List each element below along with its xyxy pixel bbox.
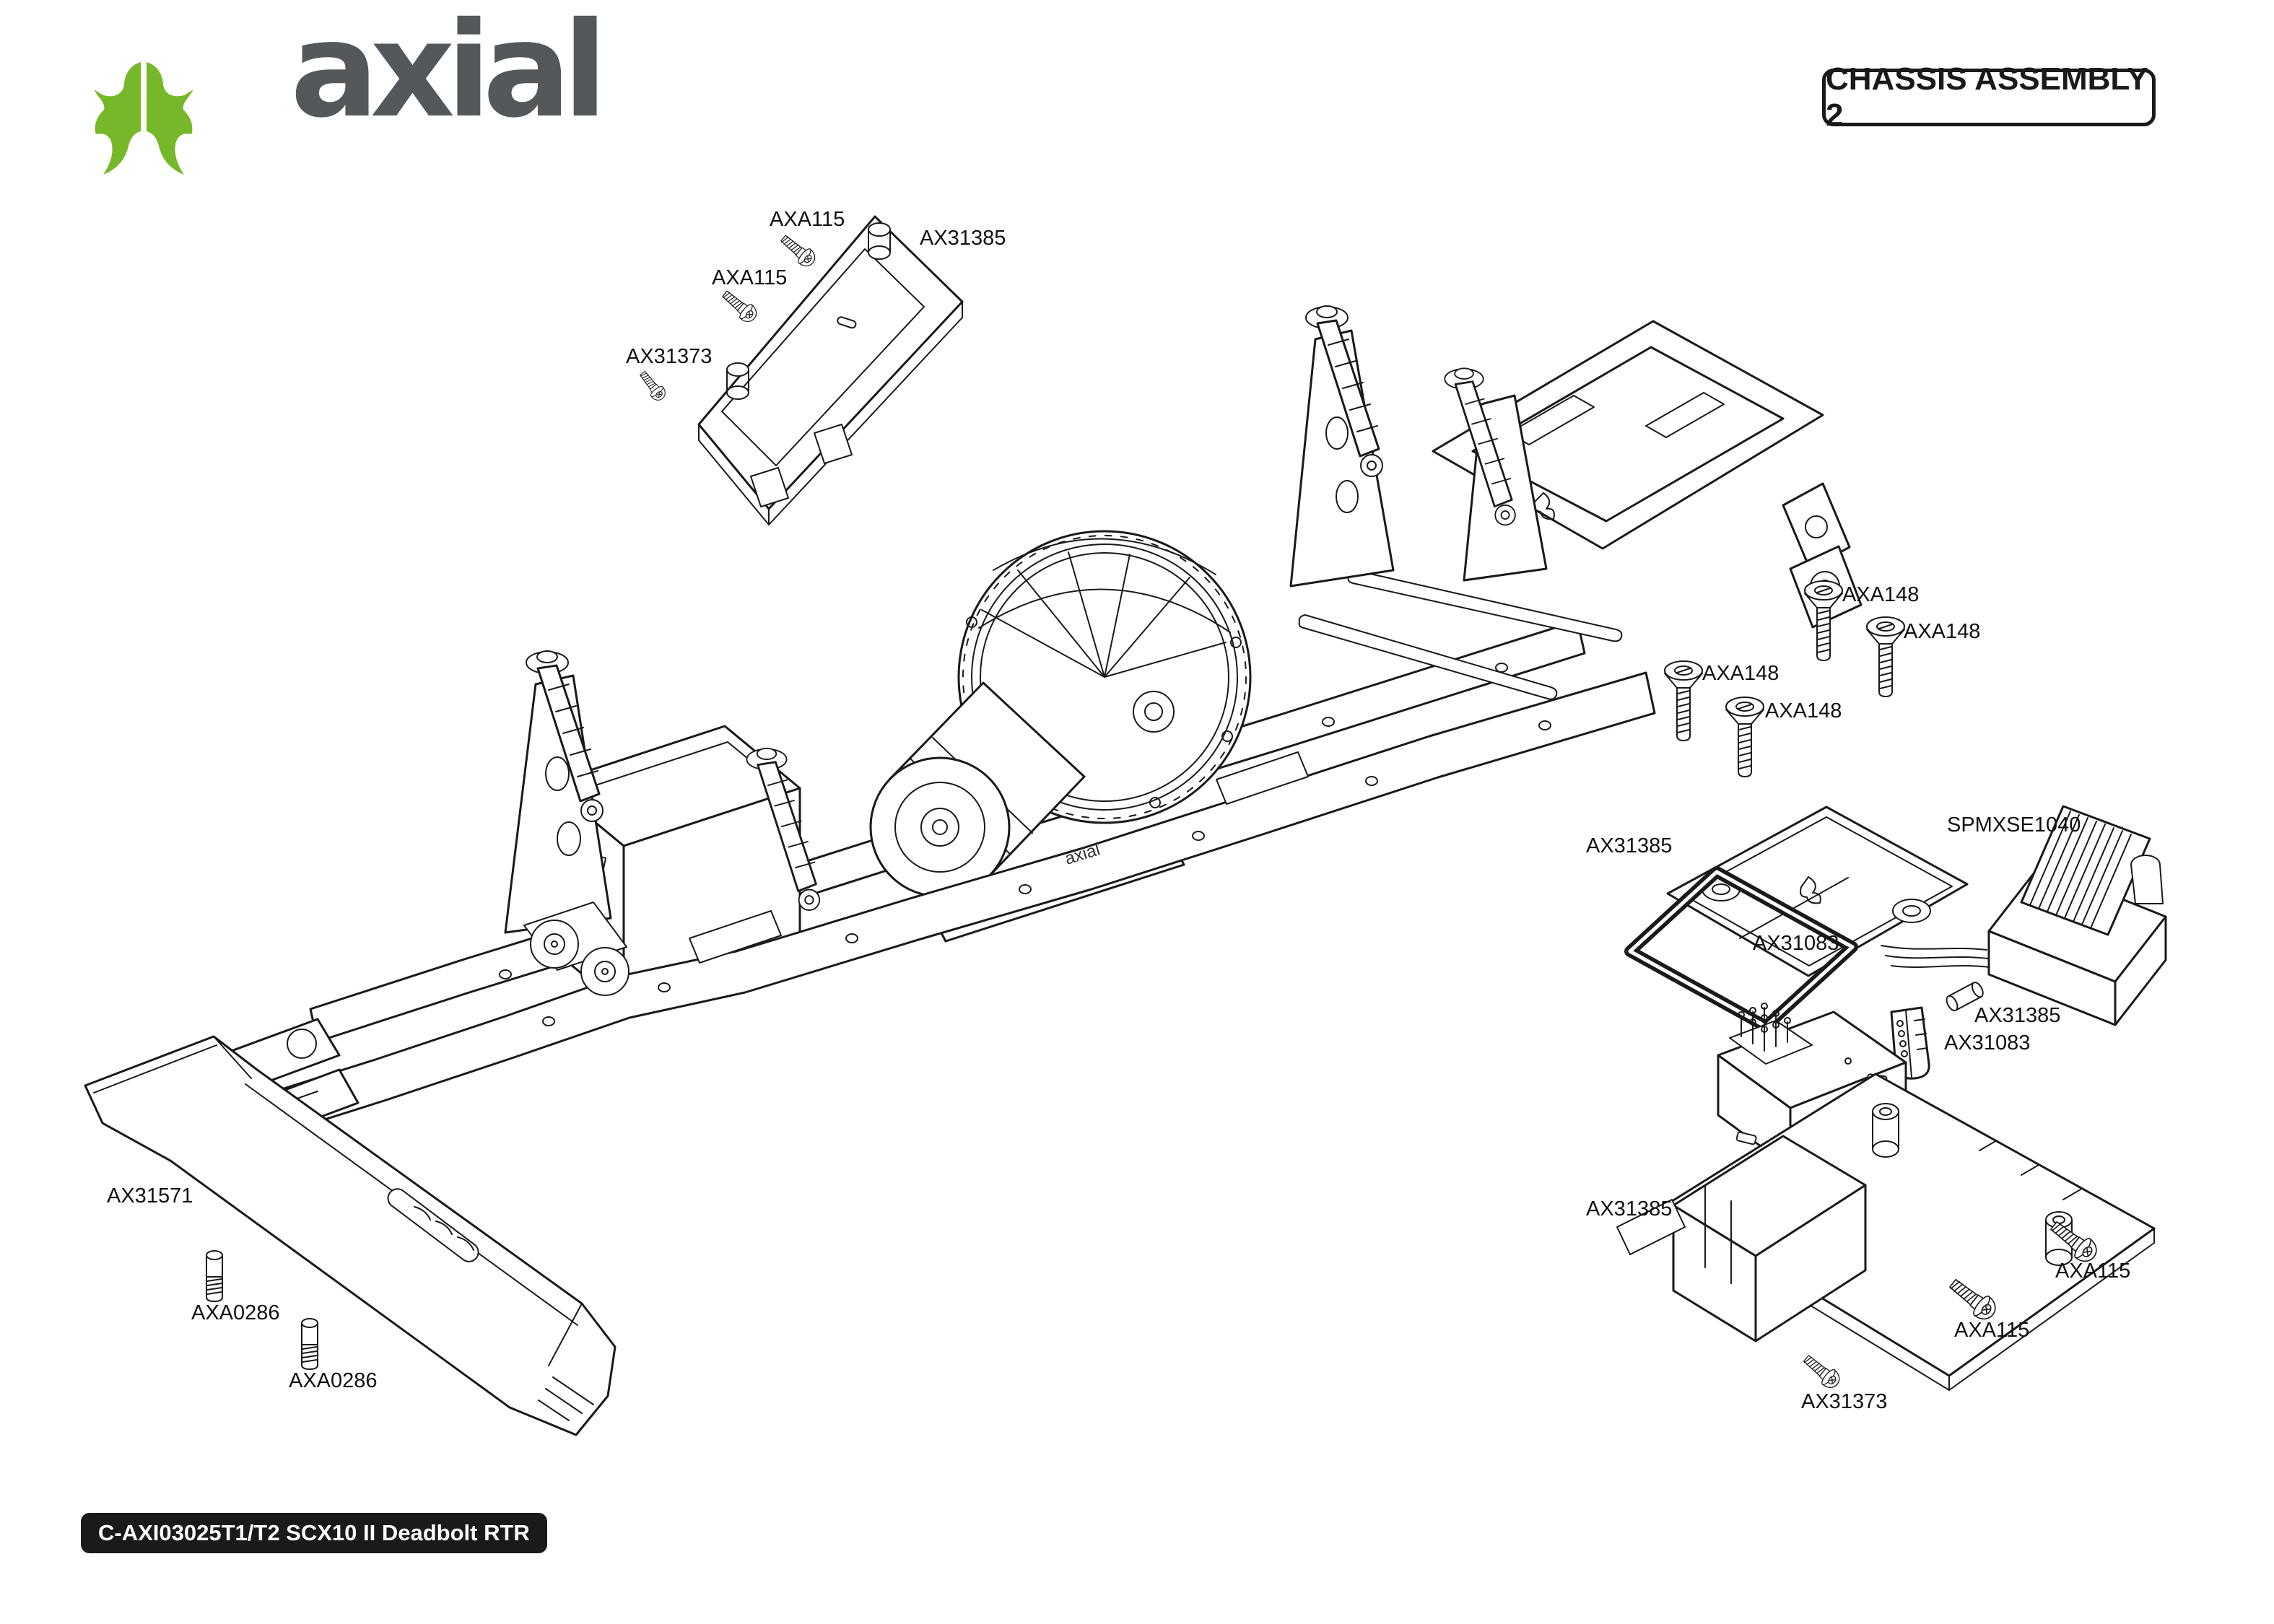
screw-ax31373-top [636, 368, 669, 404]
part-label-axa148-5: AXA148 [1904, 620, 1980, 643]
motor-drawing [869, 681, 1086, 898]
rear-shock-tower-drawing [1289, 329, 1548, 588]
part-label-axa148-4: AXA148 [1842, 583, 1919, 606]
part-label-axa115-0: AXA115 [770, 208, 845, 231]
part-label-ax31083-12: AX31083 [1944, 1031, 2030, 1055]
model-code-box: C-AXI03025T1/T2 SCX10 II Deadbolt RTR [81, 1513, 547, 1553]
part-label-axa115-14: AXA115 [2055, 1260, 2130, 1283]
part-label-ax31385-13: AX31385 [1586, 1197, 1672, 1221]
part-label-axa0286-18: AXA0286 [191, 1301, 280, 1324]
pin-axa0286-1 [206, 1250, 223, 1302]
chassis-crossmember-drawing [689, 751, 1309, 964]
standoff-pin-drawing [1946, 982, 1984, 1012]
axial-logo-icon [94, 62, 193, 175]
part-label-ax31385-2: AX31385 [920, 227, 1006, 250]
page-title-box: CHASSIS ASSEMBLY 2 [1822, 61, 2156, 133]
screw-axa148-3 [1664, 660, 1703, 741]
part-label-axa115-15: AXA115 [1954, 1319, 2029, 1342]
screw-axa115-top-1 [777, 230, 819, 271]
part-label-ax31571-17: AX31571 [107, 1184, 193, 1208]
esc-drawing [1881, 805, 2167, 1026]
servo-horn-drawing [523, 902, 630, 996]
part-label-ax31385-11: AX31385 [1974, 1004, 2060, 1027]
axial-brand-logo: axial [90, 4, 608, 176]
part-label-axa115-1: AXA115 [712, 266, 787, 289]
part-label-axa148-7: AXA148 [1765, 699, 1842, 722]
skid-plate-drawing [84, 1035, 617, 1436]
part-label-ax31373-16: AX31373 [1801, 1390, 1887, 1413]
screw-axa148-2 [1866, 616, 1905, 697]
rear-link-bars-drawing [1298, 569, 1623, 700]
pin-axa0286-2 [301, 1318, 318, 1370]
screw-axa148-4 [1725, 697, 1764, 777]
model-code-text: C-AXI03025T1/T2 SCX10 II Deadbolt RTR [98, 1520, 530, 1545]
part-label-layer: AXA115AXA115AX31385AX31373AXA148AXA148AX… [107, 208, 2130, 1413]
axial-wordmark: axial [290, 0, 608, 147]
page-title: CHASSIS ASSEMBLY 2 [1826, 61, 2148, 133]
screw-axa115-top-2 [718, 286, 761, 326]
part-label-axa0286-19: AXA0286 [289, 1369, 378, 1392]
part-label-ax31373-3: AX31373 [626, 345, 712, 368]
screw-ax31373-bottom [1799, 1350, 1844, 1392]
part-label-spmxse1040-8: SPMXSE1040 [1947, 813, 2081, 837]
receiver-tray-drawing [1616, 1073, 2156, 1391]
part-label-ax31385-9: AX31385 [1586, 834, 1672, 857]
battery-plate-drawing [697, 215, 964, 525]
part-label-ax31083-10: AX31083 [1753, 932, 1839, 955]
part-label-axa148-6: AXA148 [1702, 662, 1779, 685]
